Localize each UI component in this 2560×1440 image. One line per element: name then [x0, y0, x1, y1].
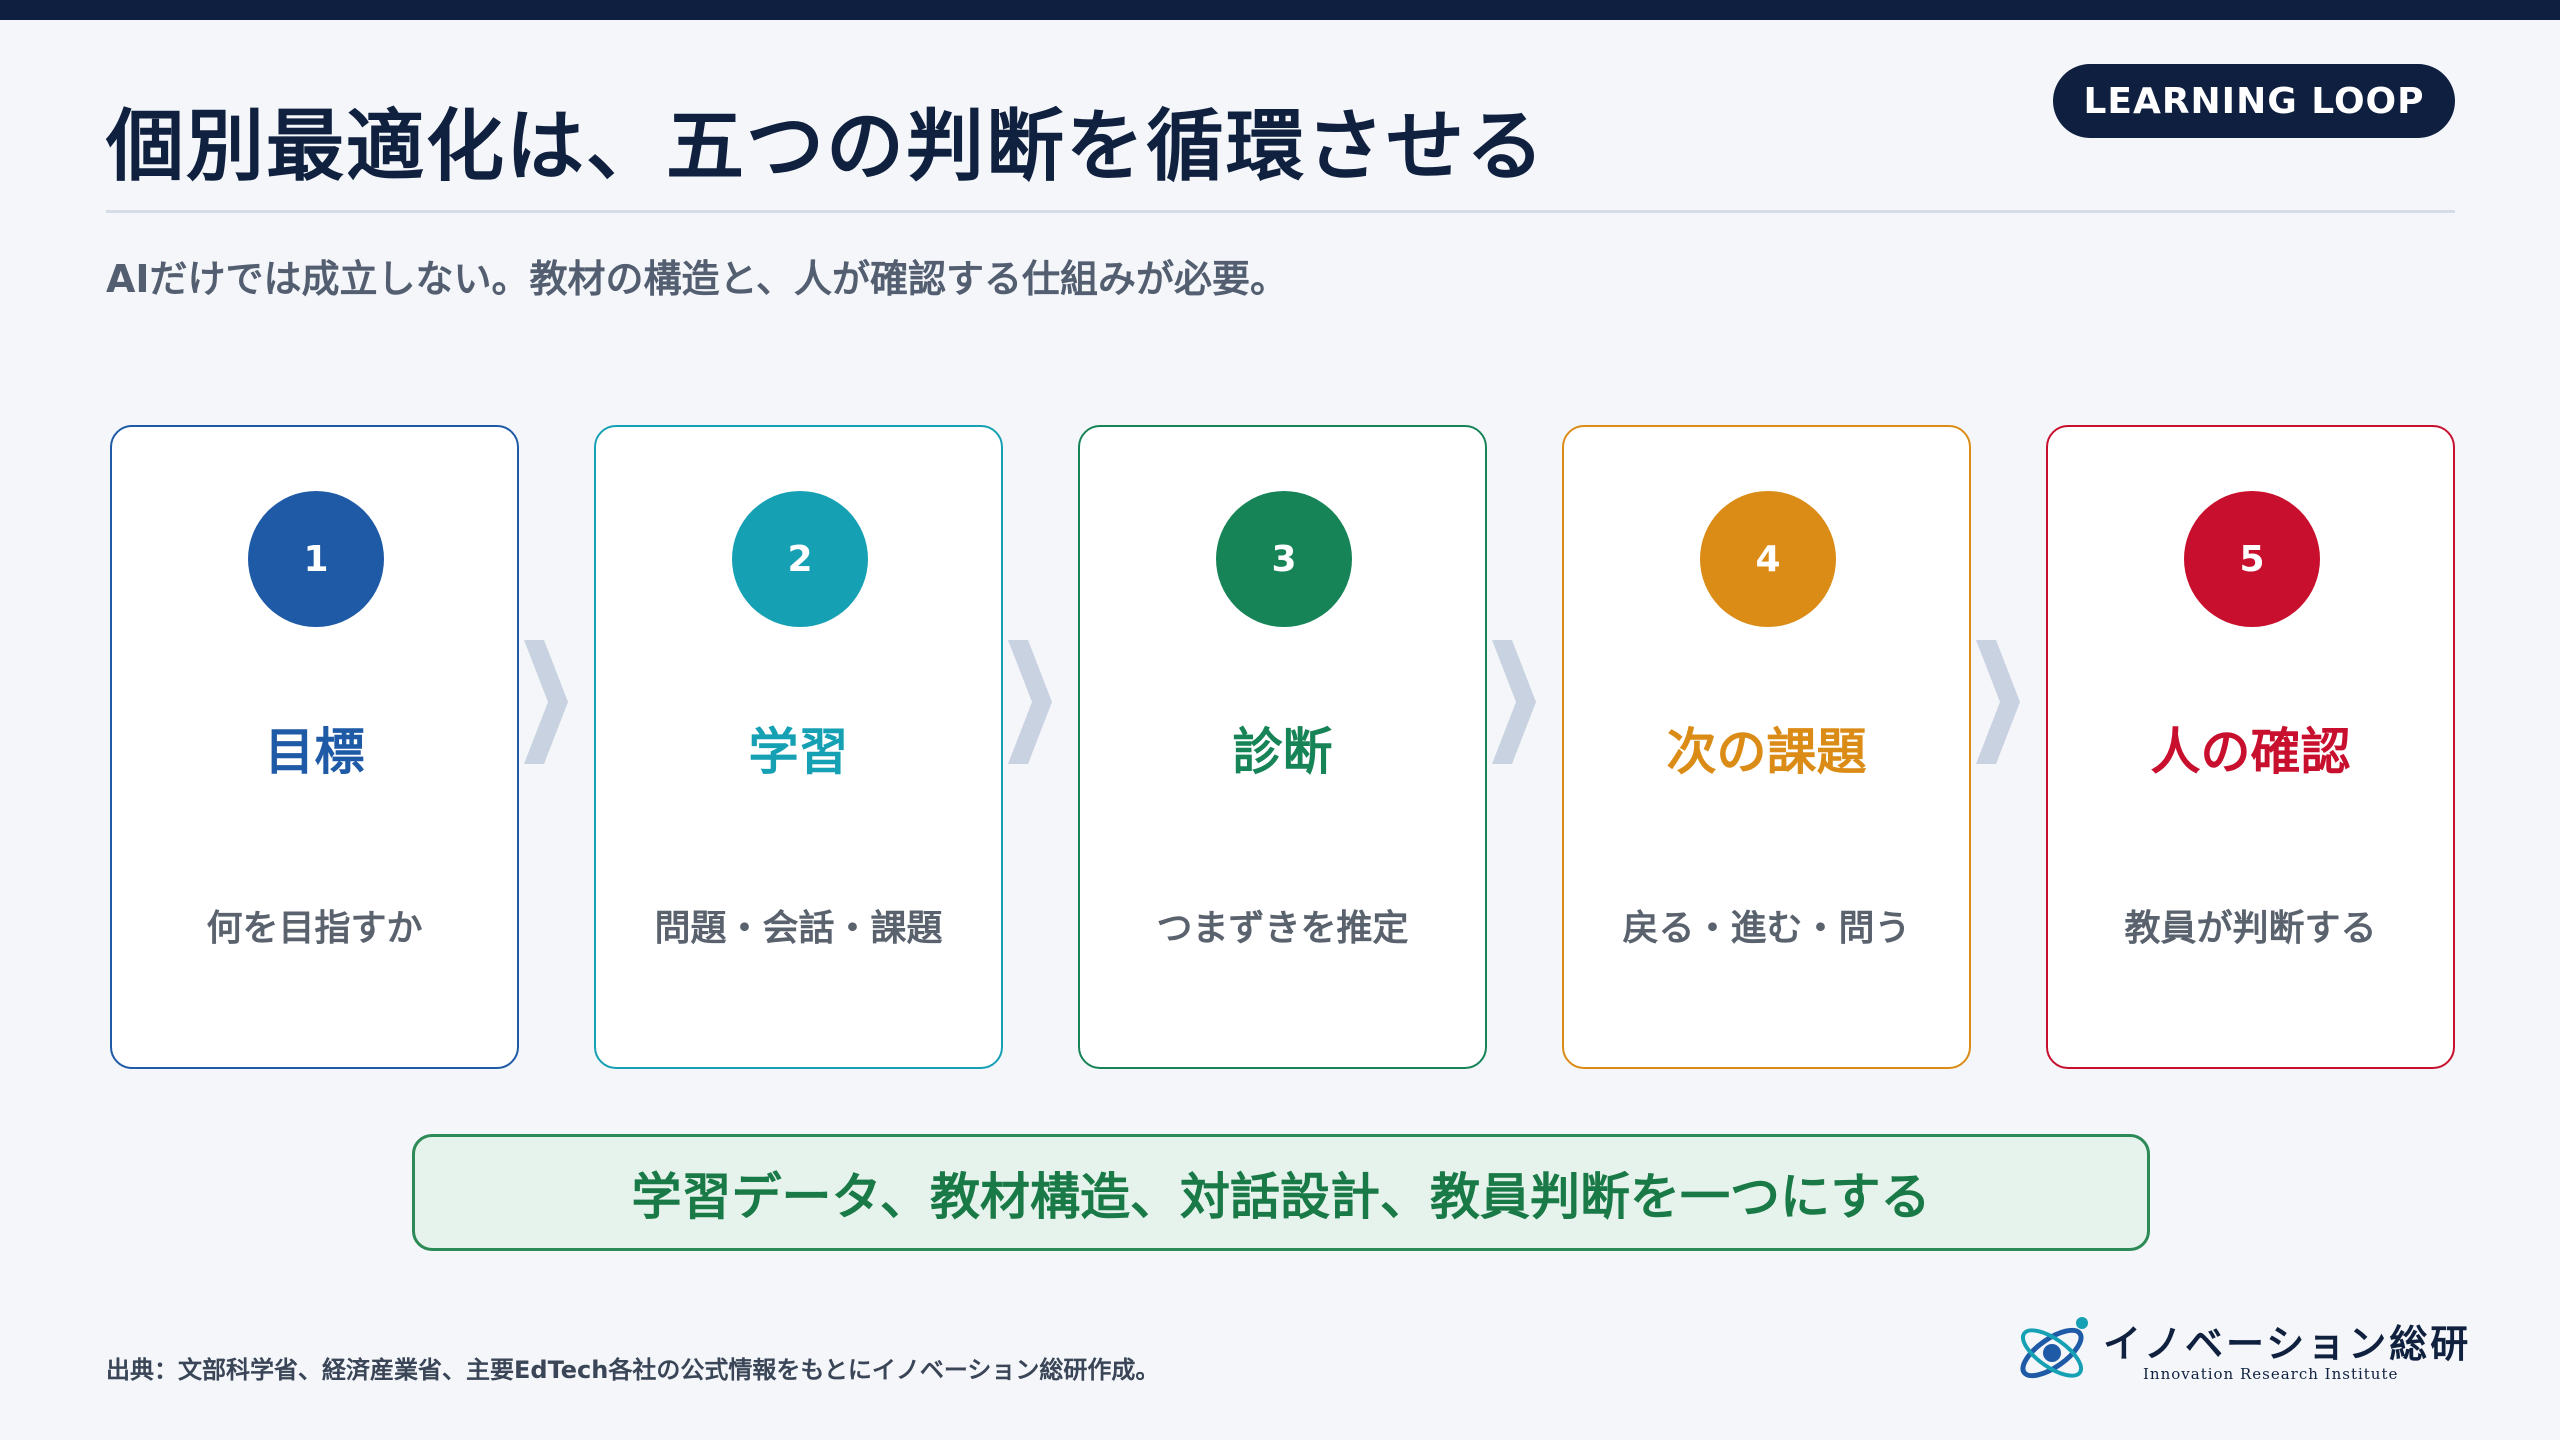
logo-name: イノベーション総研: [2103, 1321, 2472, 1366]
step-description: 戻る・進む・問う: [1622, 908, 1911, 949]
page-subtitle: AIだけでは成立しない。教材の構造と、人が確認する仕組みが必要。: [106, 257, 1289, 301]
source-note: 出典：文部科学省、経済産業省、主要EdTech各社の公式情報をもとにイノベーショ…: [106, 1356, 1160, 1384]
step-number-badge: 4: [1700, 491, 1836, 627]
page-title: 個別最適化は、五つの判断を循環させる: [106, 102, 1547, 192]
step-number-badge: 3: [1216, 491, 1352, 627]
step-number-badge: 5: [2184, 491, 2320, 627]
step-title: 診断: [1232, 723, 1333, 781]
step-card-4: 4 次の課題 戻る・進む・問う: [1562, 425, 1971, 1069]
chevron-right-icon: [1008, 640, 1052, 764]
chevron-right-icon: [524, 640, 568, 764]
chevron-right-icon: [1976, 640, 2020, 764]
step-title: 目標: [264, 723, 365, 781]
step-number-badge: 2: [732, 491, 868, 627]
atom-logo-icon: [2020, 1317, 2088, 1379]
step-description: 教員が判断する: [2124, 908, 2377, 949]
top-bar: [0, 0, 2560, 20]
step-card-5: 5 人の確認 教員が判断する: [2046, 425, 2455, 1069]
company-logo: イノベーション総研 Innovation Research Institute: [2010, 1305, 2468, 1397]
section-badge: LEARNING LOOP: [2053, 64, 2455, 138]
chevron-right-icon: [1492, 640, 1536, 764]
step-title: 学習: [748, 723, 849, 781]
step-title: 次の課題: [1666, 723, 1867, 781]
step-card-3: 3 診断 つまずきを推定: [1078, 425, 1487, 1069]
step-card-2: 2 学習 問題・会話・課題: [594, 425, 1003, 1069]
step-card-1: 1 目標 何を目指すか: [110, 425, 519, 1069]
step-description: 問題・会話・課題: [654, 908, 943, 949]
step-number-badge: 1: [248, 491, 384, 627]
summary-banner: 学習データ、教材構造、対話設計、教員判断を一つにする: [412, 1134, 2150, 1251]
step-description: 何を目指すか: [206, 908, 423, 949]
header-divider: [106, 210, 2455, 213]
logo-tagline: Innovation Research Institute: [2143, 1365, 2399, 1383]
step-description: つまずきを推定: [1156, 908, 1409, 949]
step-title: 人の確認: [2150, 723, 2351, 781]
